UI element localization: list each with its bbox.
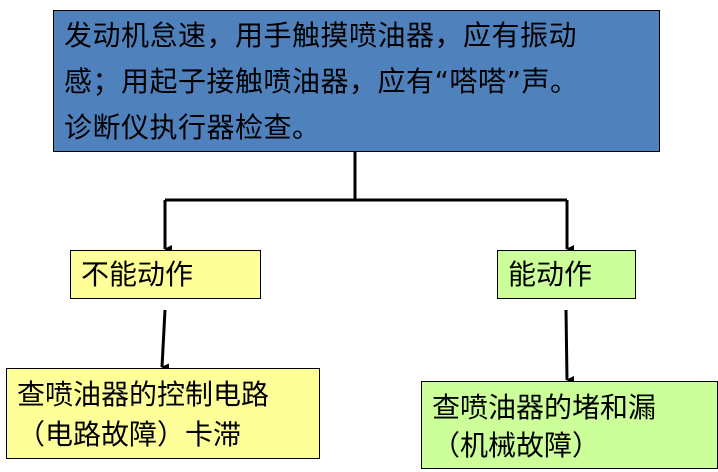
control-circuit-check-box: 查喷油器的控制电路 （电路故障）卡滞: [6, 368, 320, 459]
no-action-box: 不能动作: [70, 250, 261, 299]
clog-leak-check-box: 查喷油器的堵和漏 （机械故障）: [421, 381, 718, 469]
instruction-line-2: 感；用起子接触喷油器，应有“嗒嗒”声。: [64, 65, 579, 98]
clog-leak-line-1: 查喷油器的堵和漏: [432, 391, 657, 424]
clog-leak-line-2: （机械故障）: [432, 429, 601, 462]
action-box: 能动作: [497, 250, 636, 299]
instruction-line-1: 发动机怠速，用手触摸喷油器，应有振动: [64, 19, 578, 52]
arrow-to-control-circuit: [160, 309, 170, 372]
control-circuit-line-2: （电路故障）卡滞: [17, 418, 242, 451]
instruction-line-3: 诊断仪执行器检查。: [64, 111, 321, 144]
arrow-to-clog-leak: [564, 309, 575, 384]
control-circuit-line-1: 查喷油器的控制电路: [17, 378, 270, 411]
action-label: 能动作: [508, 258, 593, 291]
no-action-label: 不能动作: [81, 258, 194, 291]
diagnosis-instruction-box: 发动机怠速，用手触摸喷油器，应有振动 感；用起子接触喷油器，应有“嗒嗒”声。 诊…: [53, 10, 660, 152]
